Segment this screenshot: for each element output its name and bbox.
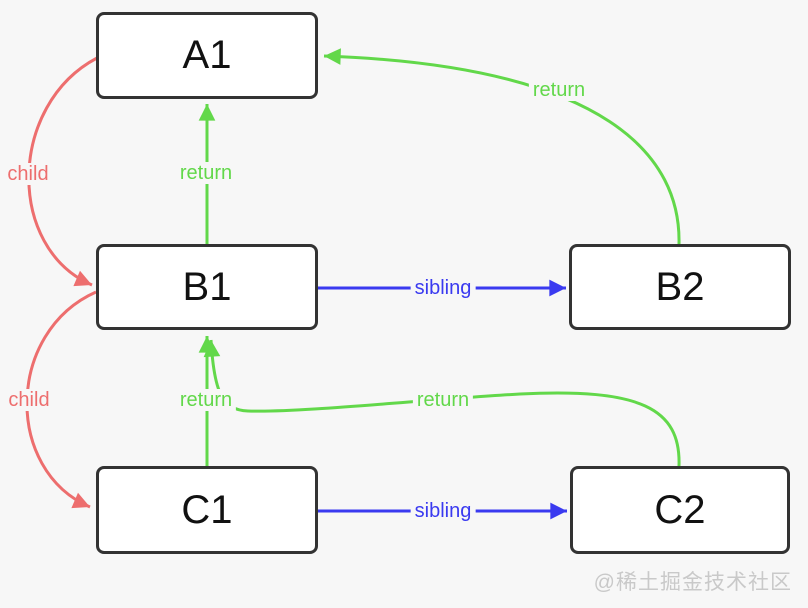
edge-label-return-4: return bbox=[412, 389, 474, 411]
edge-label-return-3: return bbox=[528, 79, 590, 101]
watermark-text: @稀土掘金技术社区 bbox=[593, 571, 792, 594]
node-b2: B2 bbox=[569, 244, 791, 330]
node-a1: A1 bbox=[96, 12, 318, 99]
edge-label-child-1: child bbox=[3, 163, 53, 185]
edge-label-sibling-1: sibling bbox=[410, 277, 476, 299]
edge-return-b2-a1 bbox=[323, 48, 681, 245]
node-c2: C2 bbox=[570, 466, 790, 554]
edge-label-child-2: child bbox=[4, 389, 54, 411]
edge-label-return-2: return bbox=[175, 389, 237, 411]
edge-label-sibling-2: sibling bbox=[410, 500, 476, 522]
edge-label-return-1: return bbox=[175, 162, 237, 184]
node-c1: C1 bbox=[96, 466, 318, 554]
node-b1: B1 bbox=[96, 244, 318, 330]
